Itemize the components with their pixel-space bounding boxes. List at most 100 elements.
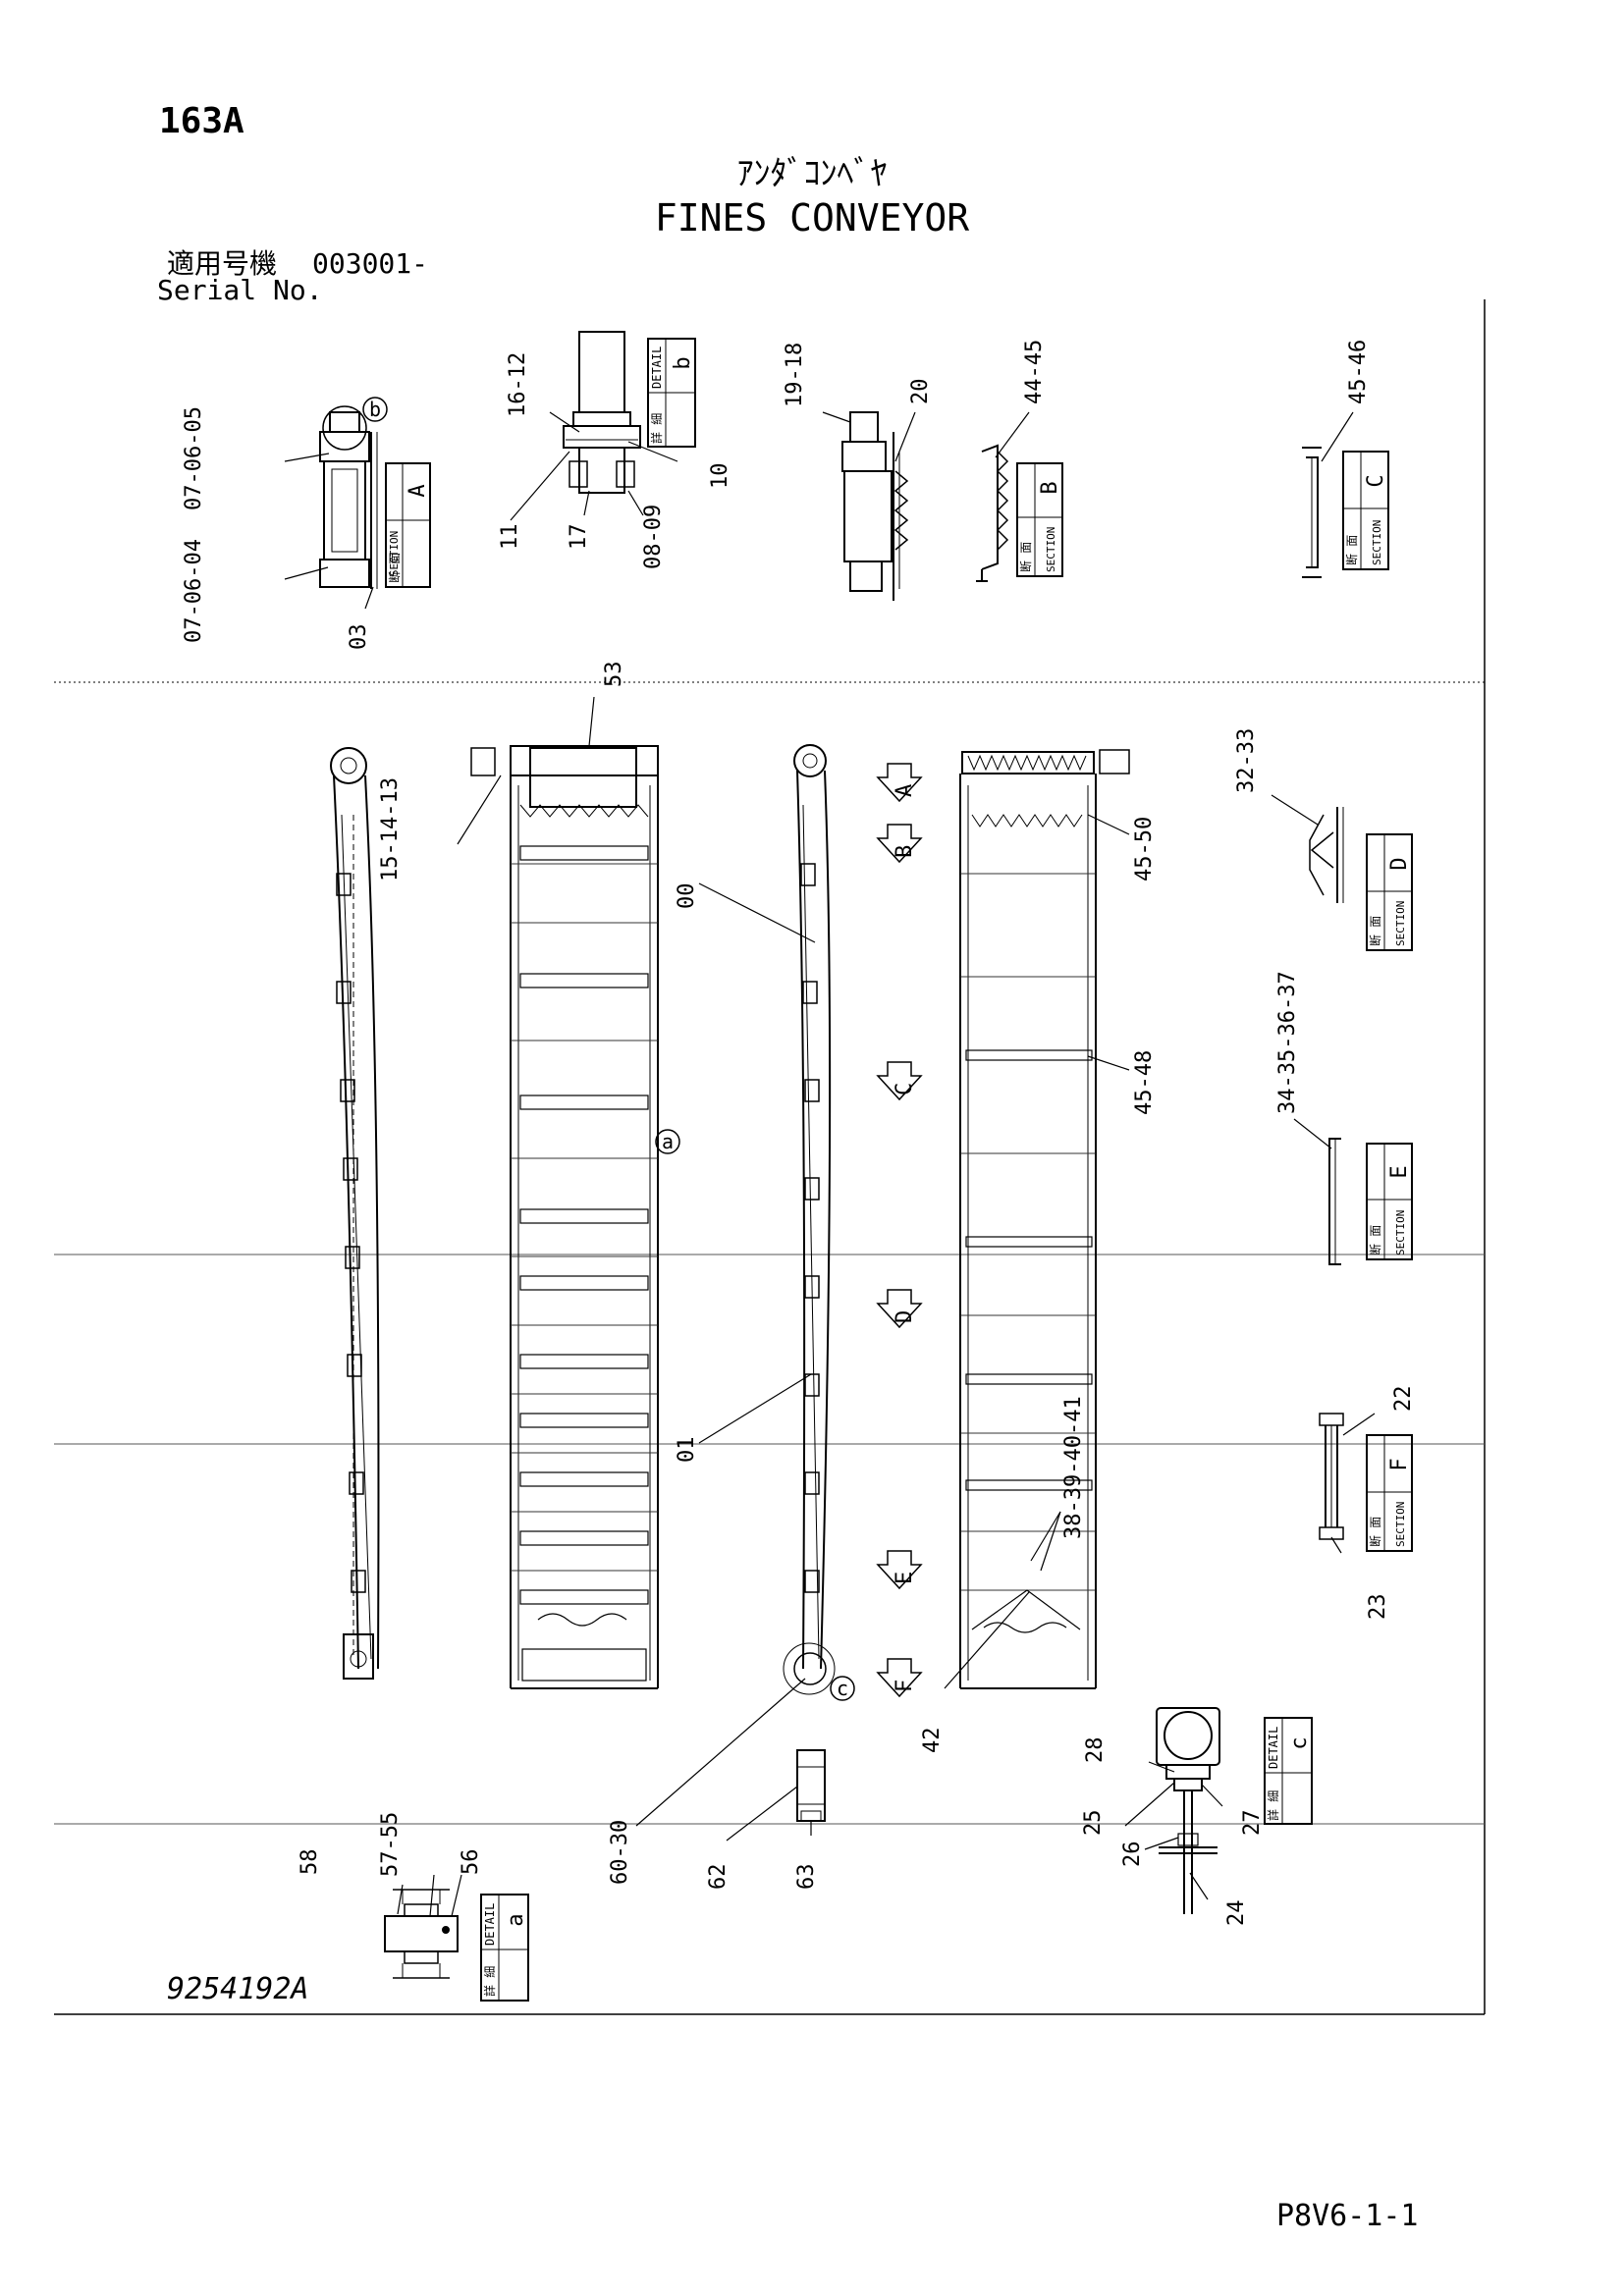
detail-a-letter: a [504, 1913, 528, 1926]
section-a-jp: 断 面 [387, 553, 402, 583]
section-arrow-b: B [876, 824, 923, 864]
page-code: 163A [159, 101, 244, 141]
side-view-left [330, 747, 380, 1680]
svg-text:F: F [893, 1680, 917, 1692]
circle-marker-b-label: b [369, 398, 381, 421]
callout: 01 [675, 1437, 699, 1464]
callout: 45-48 [1132, 1050, 1157, 1115]
callout: 19-18 [783, 343, 807, 407]
section-b-en: SECTION [1045, 527, 1057, 572]
detail-a-label-box: 詳 細 DETAIL a [480, 1894, 529, 2002]
detail-c-en: DETAIL [1267, 1727, 1280, 1769]
callout: 45-50 [1132, 817, 1157, 881]
callout: 03 [347, 624, 371, 651]
circle-marker-c: c [830, 1676, 855, 1701]
callout: 23 [1366, 1594, 1390, 1621]
callout: 53 [602, 662, 626, 688]
callout: 42 [920, 1728, 945, 1754]
section-e-jp: 断 面 [1368, 1225, 1382, 1255]
svg-text:E: E [893, 1572, 917, 1584]
section-arrow-c: C [876, 1061, 923, 1101]
section-f-jp: 断 面 [1368, 1517, 1382, 1547]
section-e-label-box: 断 面 SECTION E [1366, 1143, 1413, 1260]
detail-b-en: DETAIL [650, 347, 664, 389]
section-d-label-box: 断 面 SECTION D [1366, 833, 1413, 951]
callout: 57-55 [378, 1812, 403, 1877]
callout: 56 [459, 1849, 483, 1876]
callout: 08-09 [641, 505, 666, 569]
frame-lines [54, 299, 1486, 2015]
callout: 32-33 [1234, 728, 1259, 793]
section-c-view [1302, 447, 1322, 578]
detail-b-jp: 詳 細 [649, 413, 664, 444]
section-d-en: SECTION [1394, 901, 1407, 946]
circle-marker-a: a [655, 1129, 680, 1154]
section-arrow-d: D [876, 1289, 923, 1329]
callout: 07-06-04 [182, 539, 206, 643]
section-c-jp: 断 面 [1344, 535, 1359, 565]
detail-a-en: DETAIL [483, 1903, 497, 1946]
callout: 58 [298, 1849, 322, 1876]
drawing-number: 9254192A [167, 1972, 309, 2006]
plan-view-rollers [470, 745, 659, 1689]
callout: 38-39-40-41 [1061, 1396, 1086, 1539]
section-f-view [1319, 1413, 1344, 1540]
detail-a-view [384, 1889, 459, 1979]
detail-c-letter: c [1287, 1736, 1312, 1749]
section-a-view [319, 405, 378, 589]
callout: 62 [706, 1864, 731, 1891]
callout: 00 [675, 883, 699, 910]
callout: 22 [1391, 1386, 1416, 1413]
section-b-view [976, 444, 1009, 582]
side-view-center [783, 744, 836, 1695]
section-d-letter: D [1387, 857, 1412, 870]
section-a-letter: A [406, 484, 430, 497]
serial-label-japanese: 適用号機 [167, 247, 278, 280]
callout: 27 [1240, 1810, 1265, 1837]
title-japanese: ｱﾝﾀﾞｺﾝﾍﾞﾔ [736, 154, 888, 193]
callout: 63 [794, 1864, 819, 1891]
section-f-label-box: 断 面 SECTION F [1366, 1434, 1413, 1552]
section-c-en: SECTION [1371, 520, 1383, 565]
section-a-label-box: 断 面 SECTION A [385, 462, 431, 588]
roller-assembly-view [841, 411, 909, 601]
section-c-label-box: 断 面 SECTION C [1342, 451, 1389, 570]
plan-view-frame [959, 749, 1130, 1689]
section-d-jp: 断 面 [1368, 916, 1382, 946]
svg-text:C: C [893, 1083, 917, 1095]
detail-b-letter: b [671, 356, 695, 369]
section-b-letter: B [1038, 481, 1062, 494]
detail-c-label-box: 詳 細 DETAIL c [1264, 1717, 1313, 1825]
section-f-letter: F [1387, 1458, 1412, 1470]
svg-text:B: B [893, 845, 917, 858]
serial-label-english: Serial No. [157, 274, 323, 306]
callout: 60-30 [608, 1820, 632, 1885]
section-e-letter: E [1387, 1165, 1412, 1178]
section-arrow-a: A [876, 763, 923, 803]
callout: 16-12 [506, 352, 530, 417]
callout: 44-45 [1022, 340, 1047, 404]
callout: 45-46 [1346, 340, 1371, 404]
callout: 11 [498, 524, 522, 551]
section-b-label-box: 断 面 SECTION B [1016, 462, 1063, 577]
callout: 15-14-13 [378, 777, 403, 881]
bracket-view [796, 1749, 826, 1822]
section-b-jp: 断 面 [1018, 542, 1033, 572]
circle-marker-a-label: a [662, 1130, 674, 1153]
detail-b-label-box: 詳 細 DETAIL b [647, 338, 696, 448]
section-a-en: SECTION [388, 531, 401, 576]
leader-lines [284, 411, 1376, 1917]
section-arrow-e: E [876, 1550, 923, 1590]
section-c-letter: C [1364, 474, 1388, 487]
callout: 28 [1083, 1737, 1108, 1764]
callout-numbers: 07-06-05 07-06-04 03 16-12 11 17 08-09 1… [182, 340, 1416, 1926]
serial-value: 003001- [312, 247, 429, 280]
callout: 07-06-05 [182, 406, 206, 510]
circle-marker-c-label: c [837, 1677, 848, 1700]
title-english: FINES CONVEYOR [654, 196, 970, 240]
detail-c-view [1156, 1707, 1220, 1914]
section-e-view [1328, 1138, 1341, 1265]
section-arrow-f: F [876, 1658, 923, 1698]
sheet-number: P8V6-1-1 [1276, 2199, 1419, 2233]
